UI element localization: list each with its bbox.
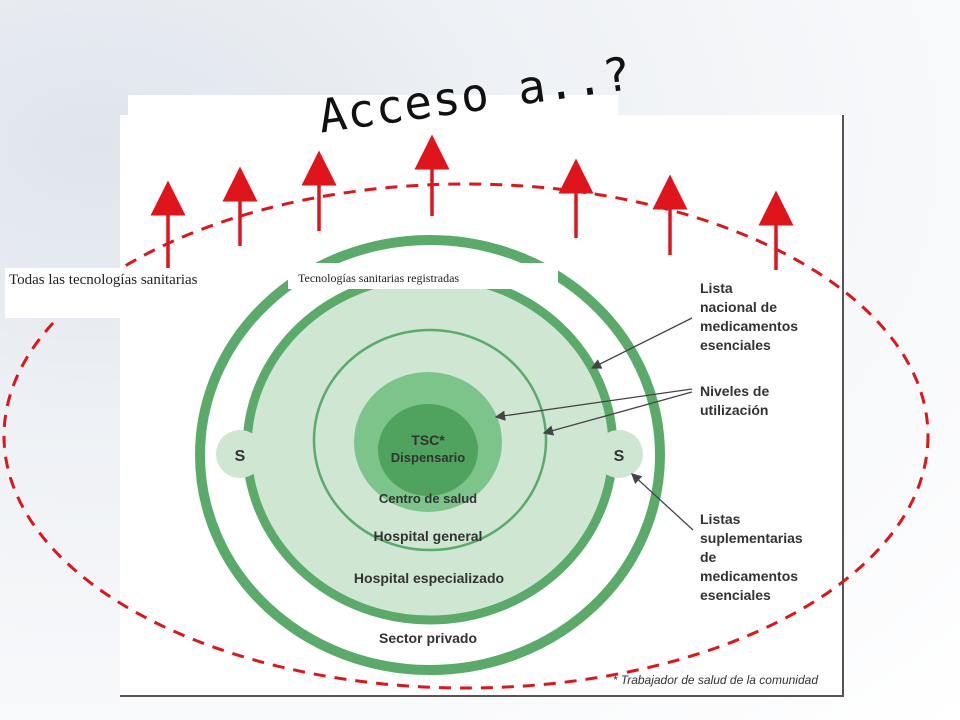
core-label-1: TSC* (411, 432, 445, 448)
hospital-especializado-label: Hospital especializado (354, 570, 504, 586)
svg-text:esenciales: esenciales (700, 337, 771, 353)
svg-text:utilización: utilización (700, 402, 768, 418)
pointer-arrow-niveles-1 (494, 388, 693, 421)
core-circle (378, 404, 478, 496)
supplement-left-circle (216, 430, 264, 478)
red-arrows (150, 134, 794, 270)
supplement-right-circle (595, 430, 643, 478)
svg-text:esenciales: esenciales (700, 587, 771, 603)
annotation-listas-supl: Listas suplementarias de medicamentos es… (700, 511, 803, 603)
centro-salud-label: Centro de salud (379, 491, 477, 506)
svg-text:medicamentos: medicamentos (700, 568, 798, 584)
registered-technologies-label: Tecnologías sanitarias registradas (288, 263, 558, 289)
footnote: * Trabajador de salud de la comunidad (613, 673, 819, 687)
diagram-panel-top (128, 95, 618, 117)
hospital-general-label: Hospital general (374, 528, 483, 544)
annotation-niveles: Niveles de utilización (700, 383, 769, 418)
access-dashed-ellipse (2, 182, 930, 690)
annotation-lista-nacional: Lista nacional de medicamentos esenciale… (700, 280, 798, 353)
supplement-right-label: S (614, 448, 625, 465)
svg-text:Listas: Listas (700, 511, 741, 527)
svg-text:medicamentos: medicamentos (700, 318, 798, 334)
svg-text:Lista: Lista (700, 280, 733, 296)
all-technologies-label: Todas las tecnologías sanitarias (5, 268, 245, 318)
svg-text:Niveles de: Niveles de (700, 383, 769, 399)
core-label-2: Dispensario (391, 450, 465, 465)
svg-text:suplementarias: suplementarias (700, 530, 803, 546)
sector-privado-label: Sector privado (379, 630, 477, 646)
svg-text:nacional de: nacional de (700, 299, 777, 315)
pointer-arrow-supl (631, 473, 694, 531)
svg-text:de: de (700, 549, 717, 565)
supplement-left-label: S (235, 448, 246, 465)
pointer-arrow-lista (590, 317, 693, 369)
pointer-arrow-niveles-2 (542, 391, 693, 436)
